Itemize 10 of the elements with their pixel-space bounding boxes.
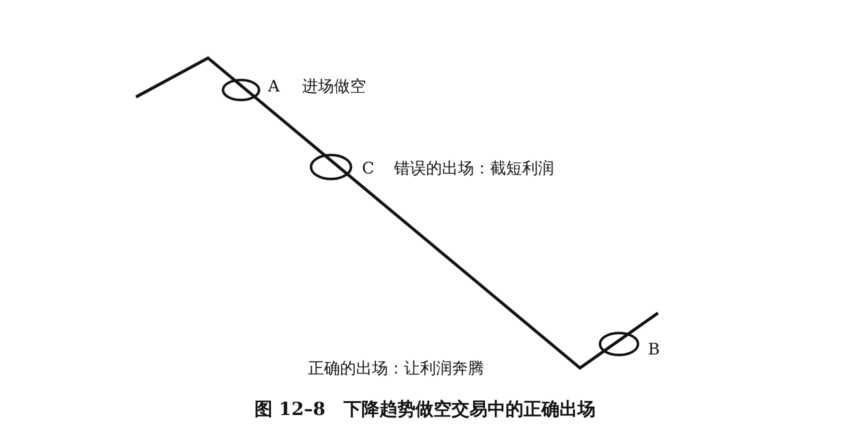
point-letter: B [648,339,660,359]
marker-ellipse [311,155,351,179]
figure-caption: 图 12–8 下降趋势做空交易中的正确出场 [254,398,596,421]
annotation-text: 错误的出场：截短利润 [394,158,554,178]
annotation-text: 正确的出场：让利润奔腾 [308,358,484,378]
marker-ellipse [223,80,259,100]
marker-ellipse [600,333,638,355]
point-letter: A [268,76,280,96]
point-letter: C [362,158,374,178]
annotation-text: 进场做空 [302,76,366,96]
